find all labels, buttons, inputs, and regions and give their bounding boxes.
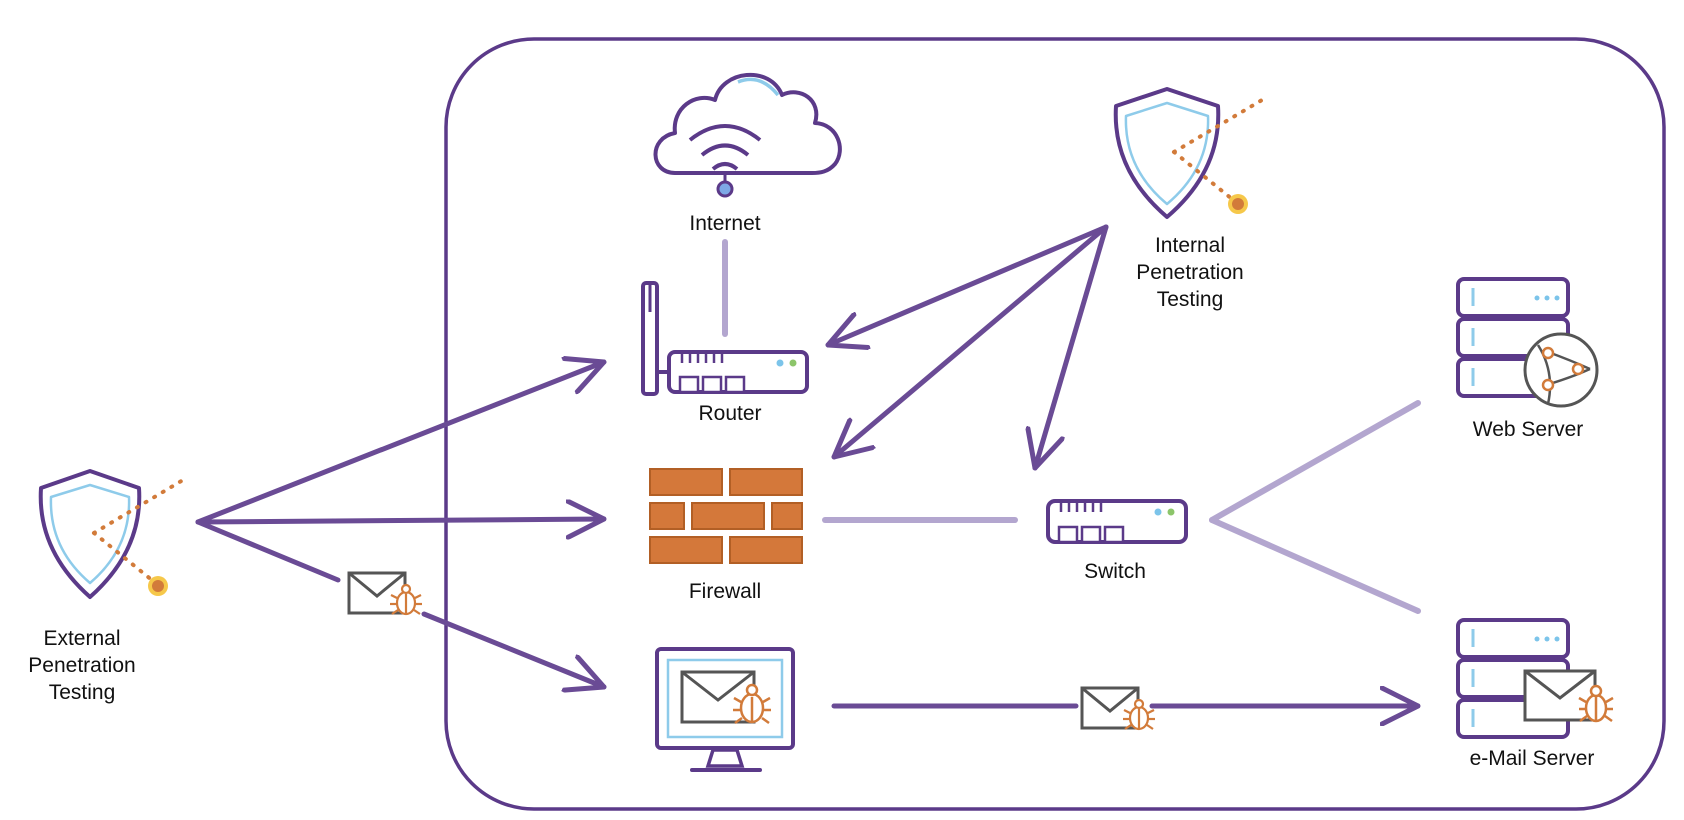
- email-server-node: e-Mail Server: [1456, 618, 1614, 770]
- attack-arrows: [195, 224, 1421, 706]
- cloud-wifi-icon: [653, 72, 842, 198]
- switch-label: Switch: [1084, 560, 1146, 583]
- firewall-node: Firewall: [649, 468, 803, 603]
- internet-label: Internet: [689, 212, 760, 235]
- internal-pentest-label-line1: Internal: [1155, 234, 1225, 257]
- switch-node: Switch: [1046, 499, 1188, 583]
- switch-webserver-link: [1209, 400, 1421, 523]
- monitor-mail-bug-icon: [655, 647, 795, 772]
- email-server-label: e-Mail Server: [1470, 747, 1595, 770]
- external-to-envelope-segment: [195, 519, 341, 583]
- external-pentest-label-line2: Penetration: [28, 654, 135, 677]
- internal-to-firewall-arrow: [831, 224, 1109, 460]
- envelope-bug-icon: [1080, 686, 1155, 731]
- firewall-label: Firewall: [689, 580, 761, 603]
- envelope-bug-icon: [347, 571, 422, 616]
- internal-pentest-node: Internal Penetration Testing: [1113, 87, 1264, 311]
- envelope-to-workstation-arrow: [421, 611, 607, 687]
- internal-to-router-arrow: [825, 224, 1109, 345]
- internal-pentest-label-line3: Testing: [1157, 288, 1224, 311]
- workstation-node: [655, 647, 795, 772]
- router-label: Router: [698, 402, 761, 425]
- brick-wall-icon: [649, 468, 803, 564]
- external-pentest-label-line1: External: [43, 627, 120, 650]
- external-to-router-arrow: [195, 362, 607, 525]
- internal-pentest-label-line2: Penetration: [1136, 261, 1243, 284]
- internal-to-switch-arrow: [1035, 224, 1109, 471]
- shield-target-icon: [1113, 87, 1264, 219]
- external-pentest-label-line3: Testing: [49, 681, 116, 704]
- internet-node: Internet: [653, 72, 842, 235]
- router-icon: [641, 281, 809, 396]
- web-server-node: Web Server: [1456, 277, 1599, 441]
- switch-icon: [1046, 499, 1188, 544]
- connection-lines: [722, 239, 1421, 614]
- web-server-label: Web Server: [1473, 418, 1584, 441]
- server-globe-icon: [1456, 277, 1599, 408]
- shield-target-icon: [38, 469, 185, 599]
- router-node: Router: [641, 281, 809, 425]
- server-mail-bug-icon: [1456, 618, 1614, 739]
- external-to-firewall-arrow: [195, 519, 607, 522]
- external-pentest-node: External Penetration Testing: [28, 469, 185, 704]
- switch-emailserver-link: [1209, 517, 1421, 614]
